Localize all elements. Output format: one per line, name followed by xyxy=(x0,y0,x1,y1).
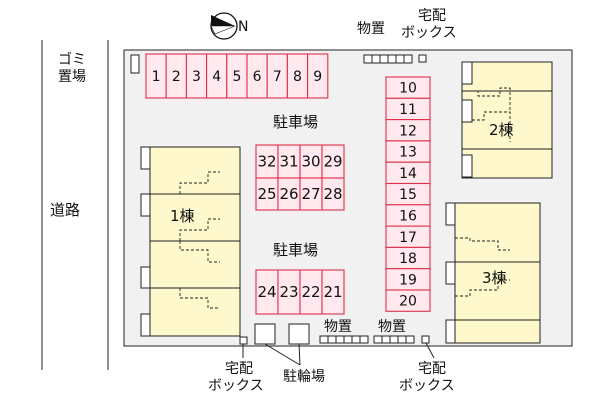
parking-space-number: 8 xyxy=(293,69,302,85)
delivery-box-br-line2: ボックス xyxy=(399,378,455,394)
delivery-box-bl-line1: 宅配 xyxy=(225,361,253,377)
building-1: 1棟 xyxy=(140,146,241,337)
leader-line xyxy=(425,342,435,359)
parking-space-number: 32 xyxy=(257,153,276,171)
parking-space-number: 1 xyxy=(152,69,161,85)
parking-space-number: 24 xyxy=(257,283,276,301)
building-3: 3棟 xyxy=(445,202,541,344)
parking-space-number: 27 xyxy=(301,185,320,203)
parking-space-number: 10 xyxy=(399,81,417,97)
compass-icon: N xyxy=(210,12,248,40)
parking-space-number: 23 xyxy=(279,283,298,301)
leader-line xyxy=(264,343,301,366)
parking-space-number: 16 xyxy=(399,208,417,224)
storage-label-bottom-1: 物置 xyxy=(324,319,352,335)
parking-space-number: 21 xyxy=(323,283,342,301)
parking-space-number: 11 xyxy=(399,102,417,118)
road-label: 道路 xyxy=(50,201,80,219)
parking-space-number: 30 xyxy=(301,153,320,171)
parking-space-number: 31 xyxy=(279,153,298,171)
building-2: 2棟 xyxy=(461,61,553,179)
building-1-label: 1棟 xyxy=(170,207,195,225)
parking-space-number: 3 xyxy=(192,69,201,85)
delivery-box-top xyxy=(418,54,427,63)
parking-space-number: 7 xyxy=(273,69,282,85)
building-2-label: 2棟 xyxy=(489,121,514,139)
parking-space-number: 29 xyxy=(323,153,342,171)
parking-space-number: 14 xyxy=(399,166,417,182)
garbage-area xyxy=(130,54,140,74)
parking-space-number: 19 xyxy=(399,272,417,288)
bicycle-parking-2 xyxy=(288,323,310,345)
parking-label-top: 駐車場 xyxy=(273,113,318,131)
bicycle-parking-1 xyxy=(254,323,276,345)
parking-space-number: 28 xyxy=(323,185,342,203)
parking-right-column: 10 11 12 13 14 15 16 17 18 19 20 xyxy=(385,76,431,312)
leader-line xyxy=(298,343,301,366)
parking-space-number: 26 xyxy=(279,185,298,203)
parking-space-number: 25 xyxy=(257,185,276,203)
delivery-box-bl-line2: ボックス xyxy=(208,378,264,394)
parking-space-number: 18 xyxy=(399,251,417,267)
parking-space-number: 5 xyxy=(232,69,241,85)
parking-space xyxy=(385,289,431,312)
delivery-box-top-line2: ボックス xyxy=(401,25,457,41)
storage-label-top: 物置 xyxy=(357,21,385,37)
compass-north-letter: N xyxy=(238,19,248,35)
parking-label-middle: 駐車場 xyxy=(273,241,318,259)
parking-space-number: 22 xyxy=(301,283,320,301)
storage-unit-top xyxy=(363,54,413,64)
parking-space xyxy=(321,177,345,211)
garbage-label-line2: 置場 xyxy=(58,69,86,85)
storage-label-bottom-2: 物置 xyxy=(378,319,406,335)
building-3-label: 3棟 xyxy=(482,269,507,287)
delivery-box-bottom-left xyxy=(239,336,248,345)
parking-space-number: 17 xyxy=(399,230,417,246)
parking-space-number: 9 xyxy=(313,69,322,85)
parking-space xyxy=(307,53,329,99)
parking-space-number: 12 xyxy=(399,123,417,139)
parking-space-number: 4 xyxy=(212,69,221,85)
parking-space xyxy=(321,269,345,315)
delivery-box-br-line1: 宅配 xyxy=(418,361,446,377)
parking-space-number: 20 xyxy=(399,294,417,310)
storage-unit-bottom-1 xyxy=(319,335,369,344)
garbage-label-line1: ゴミ xyxy=(58,51,86,68)
parking-space-number: 13 xyxy=(399,145,417,161)
bicycle-parking-label: 駐輪場 xyxy=(283,368,325,385)
delivery-box-top-line1: 宅配 xyxy=(418,8,446,24)
parking-space-number: 6 xyxy=(253,69,262,85)
parking-space-number: 2 xyxy=(172,69,181,85)
storage-unit-bottom-2 xyxy=(373,335,415,344)
parking-space-number: 15 xyxy=(399,187,417,203)
delivery-box-bottom-right xyxy=(421,335,430,344)
